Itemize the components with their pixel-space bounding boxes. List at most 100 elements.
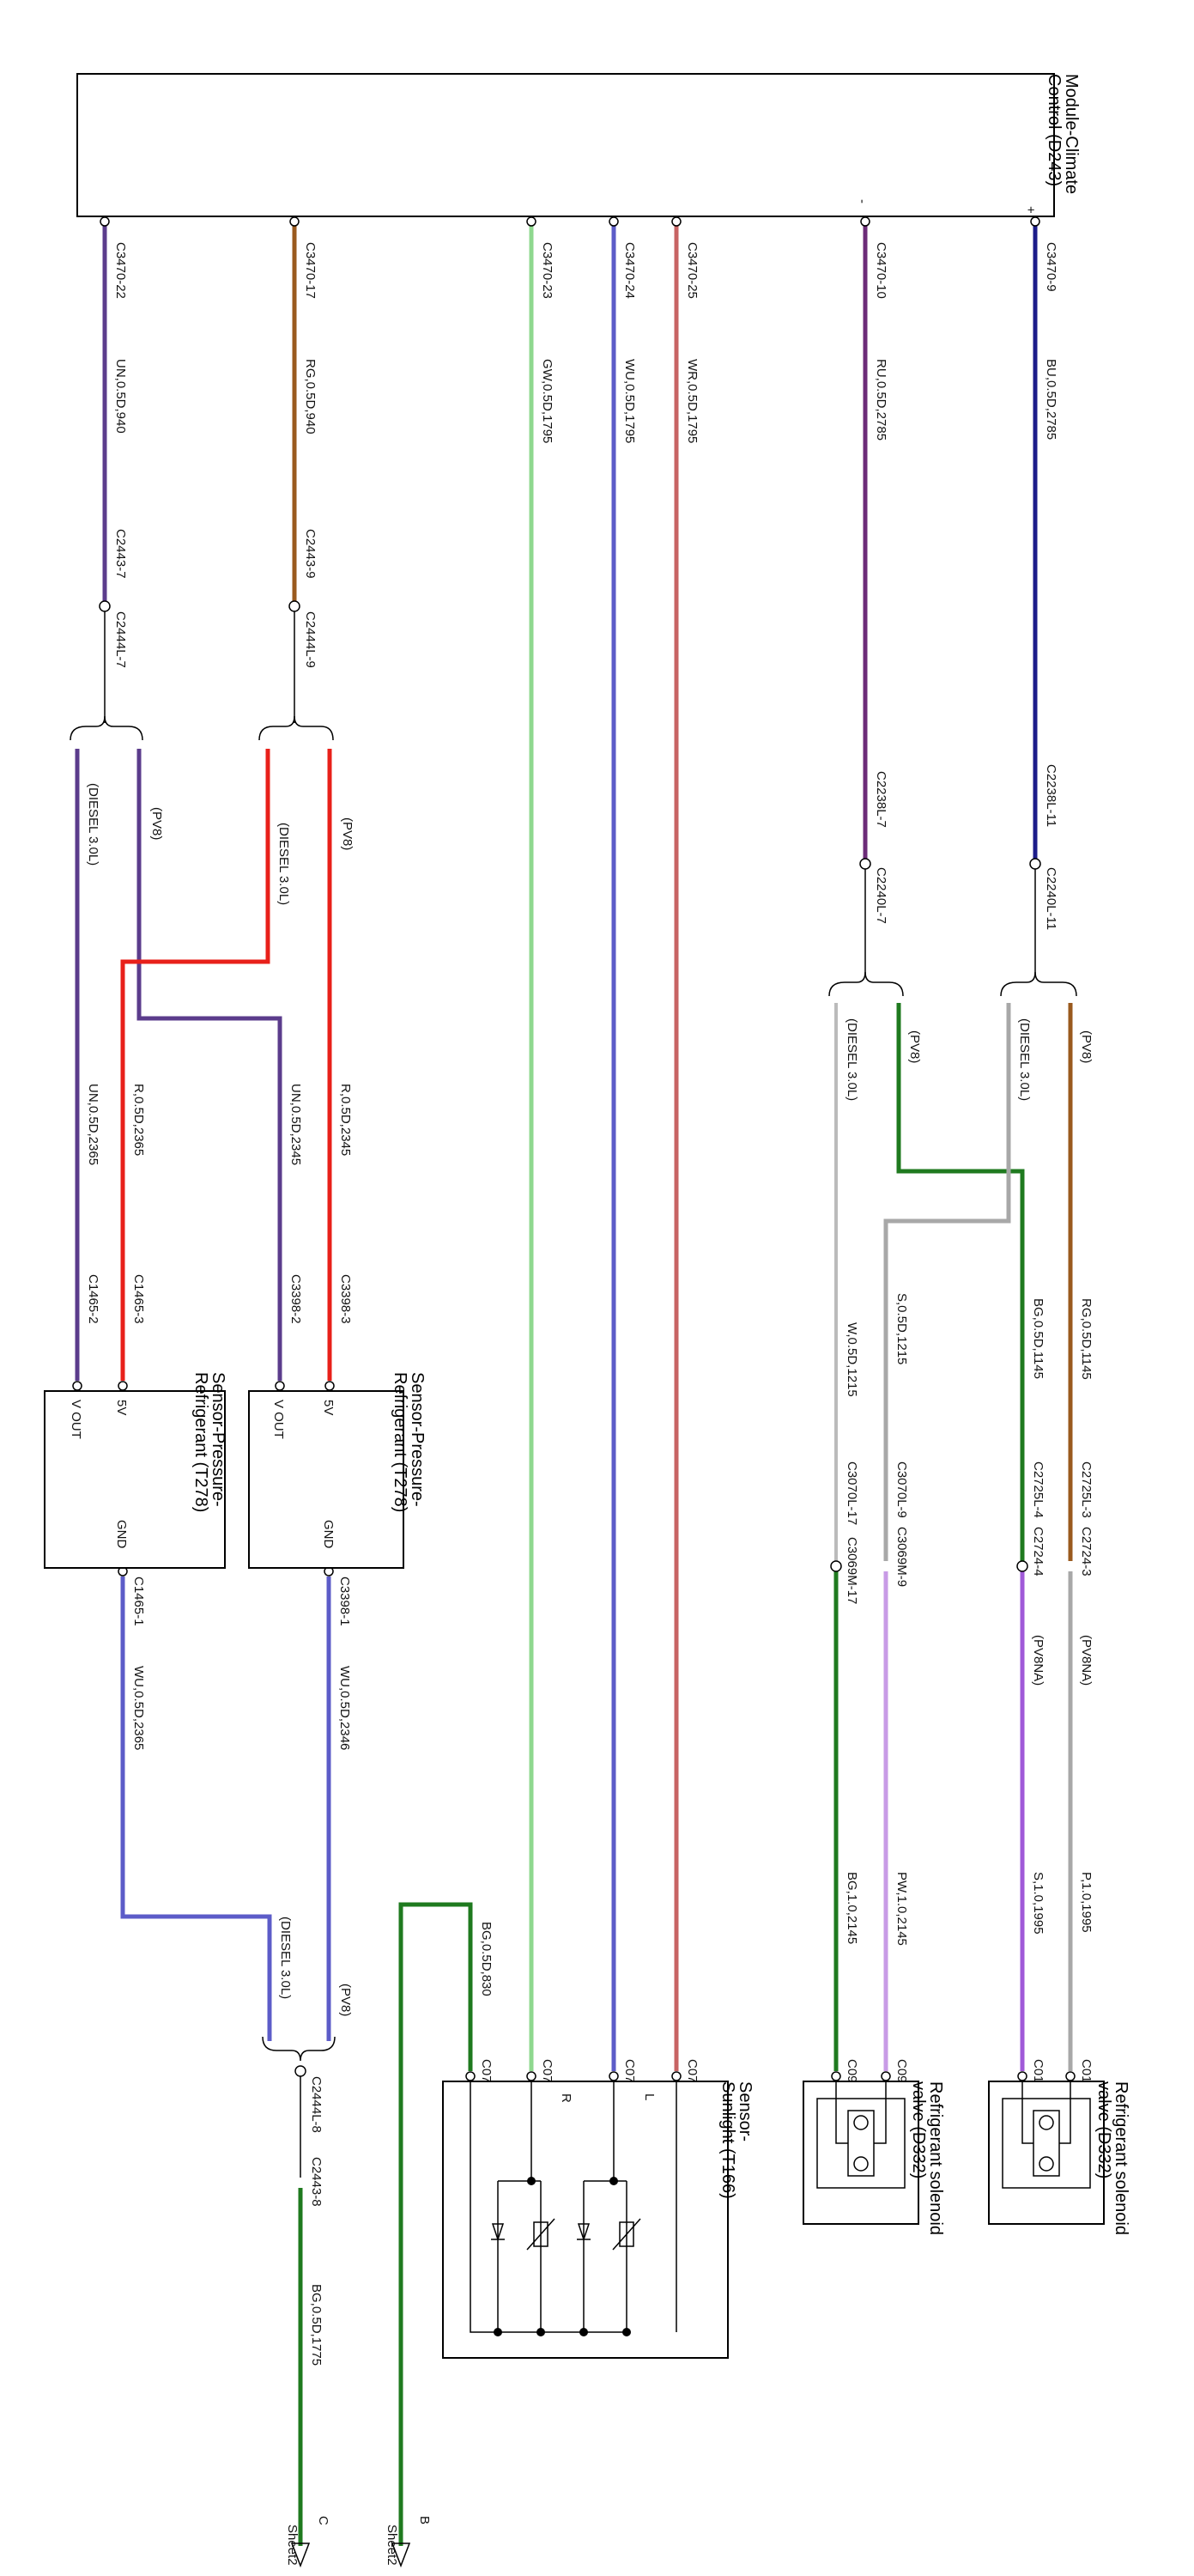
pin-c3398-1: C3398-1 bbox=[337, 1577, 352, 1626]
pin-label-vout-1: V OUT bbox=[69, 1400, 83, 1439]
wire-label-pw2145: PW,1.0,2145 bbox=[894, 1872, 909, 1946]
variant-pv8-1: (PV8) bbox=[149, 807, 164, 840]
sensor-sunlight-box bbox=[442, 2081, 729, 2359]
wire-label-w9: BU,0.5D,2785 bbox=[1044, 359, 1058, 440]
wire-label-wu2346: WU,0.5D,2346 bbox=[337, 1666, 352, 1750]
pin-c2725l-4: C2725L-4 bbox=[1031, 1461, 1046, 1518]
wire-label-w1215: W,0.5D,1215 bbox=[845, 1322, 859, 1397]
wire-s-1215 bbox=[883, 1003, 1011, 1561]
variant-diesel-1: (DIESEL 3.0L) bbox=[86, 783, 100, 866]
variant-pv8-3: (PV8) bbox=[907, 1030, 922, 1063]
variant-pv8-2: (PV8) bbox=[340, 817, 355, 850]
labels-variants: (DIESEL 3.0L) (PV8) (DIESEL 3.0L) (PV8) … bbox=[86, 783, 1094, 2016]
pin-c3398-3: C3398-3 bbox=[338, 1274, 353, 1324]
inline-connectors bbox=[72, 600, 1076, 2081]
pin-label-5v-1: 5V bbox=[114, 1400, 129, 1415]
sensor-pressure-pv8-title-1: Sensor-Pressure- bbox=[408, 1372, 427, 1507]
splice-brace-5 bbox=[262, 2036, 336, 2062]
sensor-sunlight-title-1: Sensor- bbox=[736, 2081, 755, 2142]
pin-c3470-25: C3470-25 bbox=[685, 242, 700, 299]
sheet-ref-c-letter: C bbox=[316, 2516, 330, 2525]
wire-label-r2365: R,0.5D,2365 bbox=[131, 1084, 146, 1156]
wire-label-bg2145: BG,1.0,2145 bbox=[845, 1872, 859, 1944]
sensor-pressure-diesel-title-2: Refrigerant (T278) bbox=[191, 1372, 210, 1512]
polarity-minus: - bbox=[855, 199, 870, 204]
photodiode-symbols bbox=[470, 2081, 677, 2336]
pin-c3470-17: C3470-17 bbox=[303, 242, 318, 299]
wire-label-bg830: BG,0.5D,830 bbox=[479, 1922, 494, 1996]
labels-top: C3470-22 UN,0.5D,940 C3470-17 RG,0.5D,94… bbox=[113, 242, 1058, 930]
splice-brace-4 bbox=[1000, 971, 1077, 997]
solenoid-valve-a-title-2: valve (D332) bbox=[909, 2081, 928, 2178]
sensor-pressure-pv8-box bbox=[248, 1390, 404, 1569]
wire-label-s1995: S,1.0,1995 bbox=[1031, 1872, 1046, 1935]
pin-c3069m-9: C3069M-9 bbox=[894, 1527, 909, 1587]
solenoid-valve-b-box bbox=[988, 2081, 1105, 2225]
wire-label-w17: RG,0.5D,940 bbox=[303, 359, 318, 434]
pin-label-5v-2: 5V bbox=[321, 1400, 336, 1415]
wire-label-un2345: UN,0.5D,2345 bbox=[288, 1084, 303, 1165]
module-climate-title-2: Control (D243) bbox=[1045, 74, 1064, 186]
sheet-ref-c-sheet: Sheet2 bbox=[285, 2524, 300, 2566]
polarity-plus: + bbox=[1023, 206, 1038, 214]
wire-label-wu2365: WU,0.5D,2365 bbox=[131, 1666, 146, 1750]
sheet-ref-b-sheet: Sheet2 bbox=[385, 2524, 399, 2566]
splice-brace-3 bbox=[828, 971, 904, 997]
sheet-ref-c-arrow bbox=[290, 2543, 311, 2568]
wire-wu-2365 bbox=[120, 1577, 272, 2041]
solenoid-valve-b-title-2: valve (D332) bbox=[1094, 2081, 1113, 2178]
pin-c3470-10: C3470-10 bbox=[874, 242, 888, 299]
solenoid-valve-a-title-1: Refrigerant solenoid bbox=[926, 2081, 945, 2235]
pin-c2240l-7: C2240L-7 bbox=[874, 867, 888, 924]
variant-pv8-4: (PV8) bbox=[1079, 1030, 1094, 1063]
pin-c3470-22: C3470-22 bbox=[113, 242, 128, 299]
wire-label-w10: RU,0.5D,2785 bbox=[874, 359, 888, 440]
wire-label-r2345: R,0.5D,2345 bbox=[338, 1084, 353, 1156]
pin-c3070l-17: C3070L-17 bbox=[845, 1461, 859, 1525]
wire-label-w24: WU,0.5D,1795 bbox=[622, 359, 637, 443]
wire-label-bg1145: BG,0.5D,1145 bbox=[1031, 1298, 1046, 1379]
variant-diesel-2: (DIESEL 3.0L) bbox=[276, 823, 291, 905]
pin-c2725l-3: C2725L-3 bbox=[1079, 1461, 1094, 1518]
pin-c3470-24: C3470-24 bbox=[622, 242, 637, 299]
wire-label-un2365: UN,0.5D,2365 bbox=[86, 1084, 100, 1165]
pin-c3470-23: C3470-23 bbox=[540, 242, 555, 299]
splice-brace-2 bbox=[258, 715, 334, 741]
sensor-sunlight-title-2: Sunlight (T166) bbox=[718, 2081, 737, 2199]
pin-c3398-2: C3398-2 bbox=[288, 1274, 303, 1324]
solenoid-valve-b-title-1: Refrigerant solenoid bbox=[1112, 2081, 1130, 2235]
wire-label-w23: GW,0.5D,1795 bbox=[540, 359, 555, 443]
pin-c1465-1: C1465-1 bbox=[131, 1577, 146, 1626]
pin-c1465-2: C1465-2 bbox=[86, 1274, 100, 1324]
pin-c2443-7: C2443-7 bbox=[113, 529, 128, 579]
wire-pv8-purple-cross bbox=[136, 749, 282, 1381]
pin-c2238l-11: C2238L-11 bbox=[1044, 764, 1058, 827]
pin-label-vout-2: V OUT bbox=[271, 1400, 286, 1439]
pin-c3070l-9: C3070L-9 bbox=[894, 1461, 909, 1518]
pin-c2240l-11: C2240L-11 bbox=[1044, 867, 1058, 930]
wire-label-p1995: P,1.0,1995 bbox=[1079, 1872, 1094, 1933]
wire-label-bg1775: BG,0.5D,1775 bbox=[309, 2284, 324, 2366]
pin-c2444l-8: C2444L-8 bbox=[309, 2076, 324, 2133]
solenoid-valve-a-box bbox=[803, 2081, 919, 2225]
module-climate-title-1: Module-Climate bbox=[1062, 74, 1081, 194]
splice-brace-1 bbox=[70, 715, 143, 741]
wire-bg-830 bbox=[398, 1902, 473, 2546]
sensor-pressure-diesel-title-1: Sensor-Pressure- bbox=[209, 1372, 227, 1507]
variant-pv8na-1: (PV8NA) bbox=[1031, 1635, 1046, 1686]
pin-label-l: L bbox=[642, 2093, 657, 2100]
sheet-ref-b-arrow bbox=[391, 2543, 411, 2568]
wire-label-rg1145: RG,0.5D,1145 bbox=[1079, 1298, 1094, 1380]
pin-label-r: R bbox=[559, 2093, 573, 2103]
wire-r-2365 bbox=[120, 749, 270, 1381]
pin-c2443-8: C2443-8 bbox=[309, 2157, 324, 2207]
pin-label-gnd-2: GND bbox=[321, 1520, 336, 1549]
variant-pv8-5: (PV8) bbox=[338, 1984, 353, 2016]
wire-label-w25: WR,0.5D,1795 bbox=[685, 359, 700, 443]
pin-c2444l-9: C2444L-9 bbox=[303, 611, 318, 668]
pin-c1465-3: C1465-3 bbox=[131, 1274, 146, 1324]
pin-c3069m-17: C3069M-17 bbox=[845, 1537, 859, 1604]
sensor-pressure-diesel-box bbox=[44, 1390, 226, 1569]
sheet-ref-b-letter: B bbox=[417, 2516, 432, 2524]
